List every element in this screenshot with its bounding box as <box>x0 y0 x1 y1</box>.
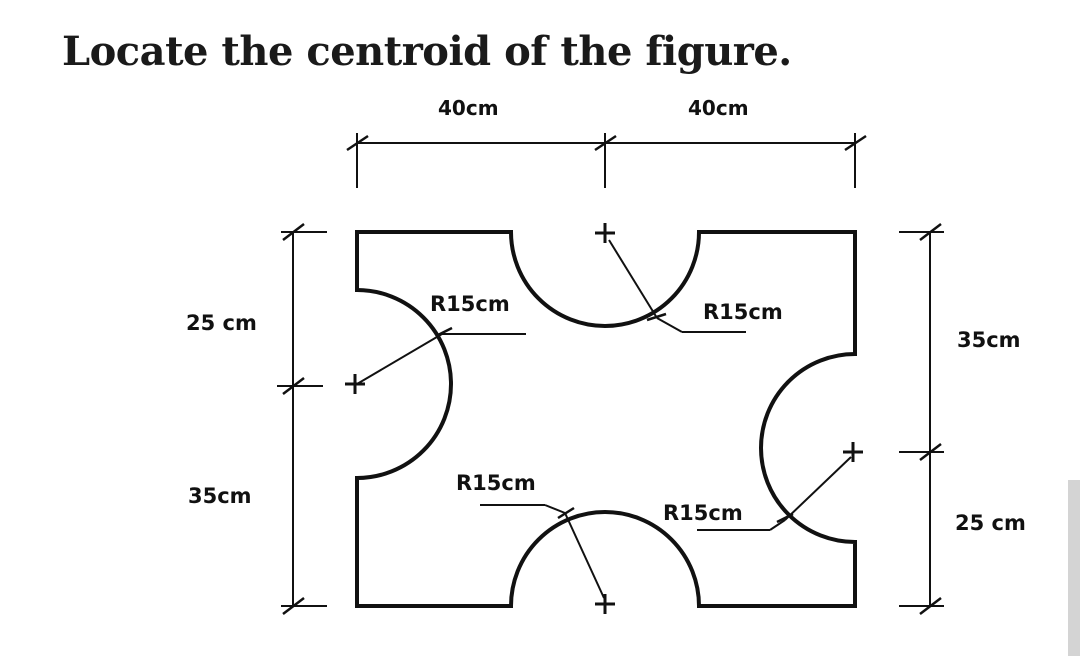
left-dimension <box>277 223 327 615</box>
bottom-radius-label: R15cm <box>456 471 536 495</box>
figure-outline <box>355 230 857 608</box>
top-dimension <box>346 133 867 188</box>
top-left-width-label: 40cm <box>438 96 499 120</box>
left-radius-label: R15cm <box>430 292 510 316</box>
left-upper-height-label: 25 cm <box>186 311 257 335</box>
scrollbar-track[interactable] <box>1068 480 1080 656</box>
left-lower-height-label: 35cm <box>188 484 252 508</box>
right-upper-height-label: 35cm <box>957 328 1021 352</box>
left-cutout-annotation <box>345 326 526 394</box>
right-dimension <box>899 223 944 615</box>
right-radius-label: R15cm <box>663 501 743 525</box>
top-radius-label: R15cm <box>703 300 783 324</box>
top-cutout-annotation <box>595 223 746 333</box>
problem-title: Locate the centroid of the figure. <box>62 28 792 75</box>
right-lower-height-label: 25 cm <box>955 511 1026 535</box>
right-cutout-annotation <box>697 442 863 531</box>
bottom-cutout-annotation <box>480 504 615 614</box>
top-right-width-label: 40cm <box>688 96 749 120</box>
